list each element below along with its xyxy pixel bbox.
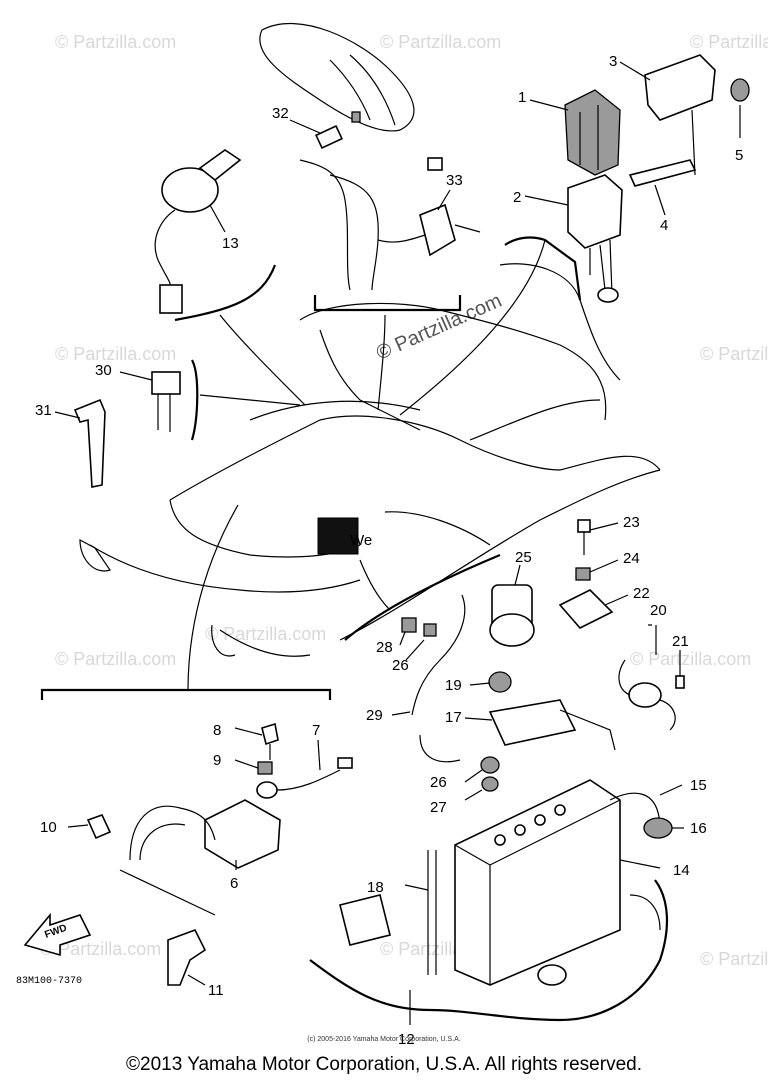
copyright-notice: ©2013 Yamaha Motor Corporation, U.S.A. A… [126,1054,642,1075]
routing-arrows [187,239,546,691]
callout-26-lower: 26 [430,774,447,791]
part-7-lead [256,757,353,799]
part-14-battery [454,779,621,986]
part-31-band [73,398,106,488]
part-30-relay [151,371,181,432]
callout-11: 11 [208,982,224,999]
callout-2: 2 [513,189,521,206]
watermark: © Partzilla.com [700,949,768,969]
callout-8: 8 [213,722,221,739]
callout-9: 9 [213,752,221,769]
callout-27: 27 [430,799,447,816]
watermark: © Partzilla.com [55,649,176,669]
callout-10: 10 [40,819,57,836]
callout-18: 18 [367,879,384,896]
part-10-connector [86,814,112,840]
callout-6: 6 [230,875,238,892]
callout-32: 32 [272,105,289,122]
callout-13: 13 [222,235,239,252]
part-1-cover [564,89,621,176]
part-9-nut [257,761,273,775]
snowmobile-body [79,263,661,657]
callout-3: 3 [609,53,617,70]
part-24-nut [575,567,591,581]
callout-1: 1 [518,89,526,106]
watermark: © Partzilla.com [380,32,501,52]
part-6-ignition-coil [129,799,281,869]
part-20-21-solenoid [618,659,685,731]
small-copyright: (c) 2005-2016 Yamaha Motor Corporation, … [307,1036,461,1043]
callout-31: 31 [35,402,52,419]
part-22-fuse-holder [558,589,614,629]
drawing-code: 83M100-7370 [16,976,83,987]
callout-17: 17 [445,709,462,726]
callout-labels: 1 2 3 4 5 6 7 8 9 10 11 12 13 14 15 16 1… [35,53,743,1048]
part-4-bracket [628,159,697,187]
fwd-arrow: FWD [23,912,92,957]
part-5-cap [730,78,750,102]
callout-28: 28 [376,639,393,656]
part-11-plug-cap [119,869,216,986]
battery-location [317,517,359,555]
part-28-26-grommets [401,617,437,637]
part-12-wire-harness [309,879,668,1022]
part-3-regulator [644,54,716,176]
callout-29: 29 [366,707,383,724]
callout-33: 33 [446,172,463,189]
part-17-battery-bracket [419,699,616,763]
callout-21: 21 [672,633,689,650]
watermark-faint: We [350,532,372,549]
part-18-tube [427,850,437,975]
watermark: © Partzilla.com [700,344,768,364]
part-32-33-wiring [299,124,481,291]
callout-19: 19 [445,677,462,694]
callout-26-upper: 26 [392,657,409,674]
watermark: © Partzilla.com [40,939,161,959]
watermark-center: © Partzilla.com [373,290,505,365]
callout-5: 5 [735,147,743,164]
watermark: © Partzilla.com [55,344,176,364]
part-19-grommet [488,671,512,693]
callout-24: 24 [623,550,640,567]
watermark: © Partzilla.com [205,624,326,644]
watermark: © Partzilla.com [630,649,751,669]
leader-lines [54,61,741,1025]
watermark: © Partzilla.com [55,32,176,52]
part-25-starter-relay [489,584,535,647]
callout-7: 7 [312,722,320,739]
callout-16: 16 [690,820,707,837]
part-29-tube [411,594,466,716]
callout-12: 12 [398,1031,415,1048]
callout-23: 23 [623,514,640,531]
callout-25: 25 [515,549,532,566]
watermark: © Partzilla.com [690,32,768,52]
callout-15: 15 [690,777,707,794]
part-2-cdi-unit [567,174,623,303]
part-8-screw [261,722,279,760]
part-16-cap [643,817,673,839]
callout-20: 20 [650,602,667,619]
part-13-main-switch [154,149,242,314]
callout-30: 30 [95,362,112,379]
callout-4: 4 [660,217,668,234]
part-26-27-parts [480,756,500,792]
callout-22: 22 [633,585,650,602]
callout-14: 14 [673,862,690,879]
part-23-bolt [577,519,591,555]
handlebar-grip [259,22,415,132]
